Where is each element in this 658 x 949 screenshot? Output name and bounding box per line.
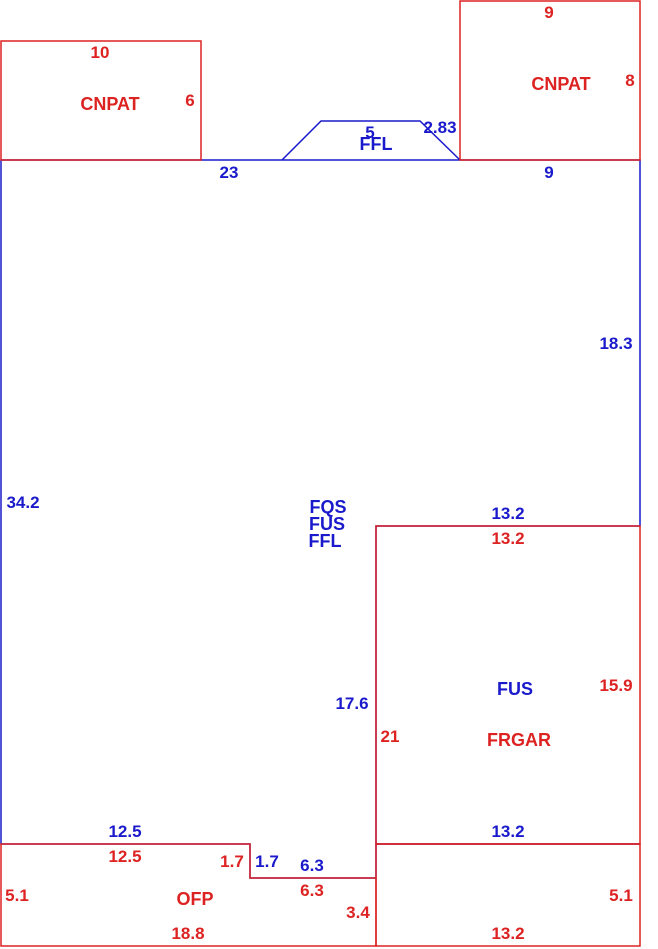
- ffl-bump-dim-top: 5: [365, 123, 374, 142]
- ffl-bump-label: FFL: [360, 134, 393, 154]
- main-dim-right: 18.3: [599, 334, 632, 353]
- main-label-fqs: FQS: [309, 497, 346, 517]
- garage-labels: 13.2 FUS 15.9 21 FRGAR: [381, 529, 633, 750]
- main-dim-notch-bottom: 6.3: [300, 856, 324, 875]
- main-label-ffl: FFL: [309, 531, 342, 551]
- garage-dim-right: 15.9: [599, 676, 632, 695]
- cnpat-right-label: CNPAT: [531, 74, 590, 94]
- garage-dim-top: 13.2: [491, 529, 524, 548]
- ofp-dim-notch-top: 6.3: [300, 881, 324, 900]
- lower-right-outline: [375, 843, 641, 947]
- cnpat-right-dim-right: 8: [625, 71, 634, 90]
- cnpat-right-dim-top: 9: [544, 3, 553, 22]
- ofp-dim-top: 12.5: [108, 847, 141, 866]
- cnpat-left-labels: 10 CNPAT 6: [80, 43, 194, 114]
- secondary-areas-outline: [0, 0, 641, 947]
- cnpat-right-outline: [459, 0, 641, 161]
- main-dim-top-right: 9: [544, 163, 553, 182]
- cnpat-left-dim-top: 10: [91, 43, 110, 62]
- main-dim-inner-vertical: 17.6: [335, 694, 368, 713]
- lower-right-dim-bottom: 13.2: [491, 924, 524, 943]
- cnpat-right-labels: 9 CNPAT 8: [531, 3, 634, 94]
- garage-label-frgar: FRGAR: [487, 730, 551, 750]
- main-dim-notch-vertical: 1.7: [255, 852, 279, 871]
- ffl-bump-labels: 5 FFL 2.83: [360, 118, 457, 154]
- ofp-dim-left: 5.1: [5, 886, 29, 905]
- main-dim-step-top: 13.2: [491, 504, 524, 523]
- ffl-bump-dim-diag: 2.83: [423, 118, 456, 137]
- ofp-dim-notch-vertical: 1.7: [220, 852, 244, 871]
- main-dim-bottom-left: 12.5: [108, 822, 141, 841]
- cnpat-left-dim-right: 6: [185, 91, 194, 110]
- ofp-label: OFP: [176, 889, 213, 909]
- cnpat-left-label: CNPAT: [80, 94, 139, 114]
- main-dim-left: 34.2: [6, 493, 39, 512]
- garage-label-fus: FUS: [497, 679, 533, 699]
- lower-right-labels: 5.1 13.2: [491, 886, 632, 943]
- main-label-fus: FUS: [309, 514, 345, 534]
- garage-dim-left: 21: [381, 727, 400, 746]
- main-area-labels: 23 9 18.3 34.2 FQS FUS FFL 13.2 17.6 12.…: [6, 163, 632, 875]
- cnpat-left-outline: [0, 40, 202, 161]
- ofp-dim-right: 3.4: [346, 903, 370, 922]
- main-dim-top-left: 23: [220, 163, 239, 182]
- lower-right-dim-right: 5.1: [609, 886, 633, 905]
- main-dim-garage-bottom: 13.2: [491, 822, 524, 841]
- ofp-dim-bottom: 18.8: [171, 924, 204, 943]
- ffl-bump-outline: [281, 120, 461, 161]
- ofp-labels: 12.5 1.7 6.3 5.1 OFP 3.4 18.8: [5, 847, 370, 943]
